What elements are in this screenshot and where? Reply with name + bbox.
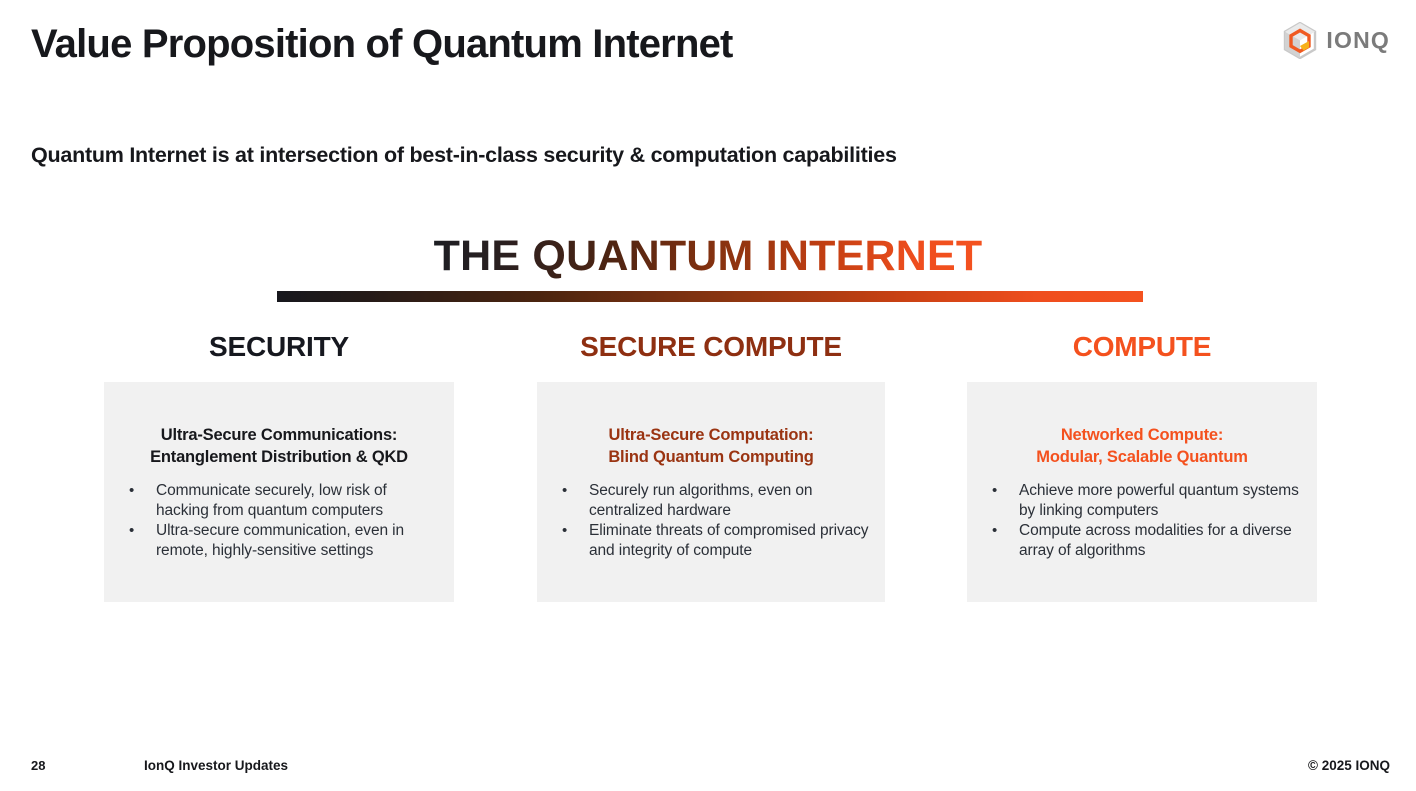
card-heading-compute: Networked Compute: Modular, Scalable Qua… xyxy=(979,424,1305,468)
footer-copyright: © 2025 IONQ xyxy=(1308,758,1390,773)
list-item: Communicate securely, low risk of hackin… xyxy=(116,481,442,520)
column-header-security: SECURITY xyxy=(209,331,349,362)
ionq-logo: IONQ xyxy=(1283,22,1390,59)
slide-subtitle: Quantum Internet is at intersection of b… xyxy=(31,143,897,167)
card-heading-line-1: Networked Compute: xyxy=(1060,426,1224,444)
column-secure-compute: SECURE COMPUTE Ultra-Secure Computation:… xyxy=(537,326,885,602)
bullet-list-security: Communicate securely, low risk of hackin… xyxy=(116,481,442,560)
list-item: Securely run algorithms, even on central… xyxy=(549,481,873,520)
hero-title: THE QUANTUM INTERNET xyxy=(433,232,983,280)
card-heading-line-2: Entanglement Distribution & QKD xyxy=(150,448,408,466)
hero-title-wrap: THE QUANTUM INTERNET xyxy=(0,232,1416,281)
list-item: Ultra-secure communication, even in remo… xyxy=(116,521,442,560)
column-header-compute: COMPUTE xyxy=(1072,331,1212,362)
column-compute: COMPUTE Networked Compute: Modular, Scal… xyxy=(967,326,1317,602)
bullet-list-compute: Achieve more powerful quantum systems by… xyxy=(979,481,1305,560)
page-title: Value Proposition of Quantum Internet xyxy=(31,22,733,66)
column-security: SECURITY Ultra-Secure Communications: En… xyxy=(104,326,454,602)
column-header-secure-compute: SECURE COMPUTE xyxy=(580,331,842,362)
card-heading-line-2: Blind Quantum Computing xyxy=(608,448,814,466)
bullet-list-secure-compute: Securely run algorithms, even on central… xyxy=(549,481,873,560)
card-heading-security: Ultra-Secure Communications: Entanglemen… xyxy=(116,424,442,468)
ionq-wordmark: IONQ xyxy=(1326,27,1390,53)
list-item: Eliminate threats of compromised privacy… xyxy=(549,521,873,560)
ionq-hexagon-logo-icon xyxy=(1283,22,1317,59)
card-heading-line-1: Ultra-Secure Computation: xyxy=(608,426,814,444)
card-heading-secure-compute: Ultra-Secure Computation: Blind Quantum … xyxy=(549,424,873,468)
card-security: Ultra-Secure Communications: Entanglemen… xyxy=(104,382,454,602)
gradient-divider-bar xyxy=(277,291,1143,302)
card-heading-line-2: Modular, Scalable Quantum xyxy=(1036,448,1248,466)
list-item: Achieve more powerful quantum systems by… xyxy=(979,481,1305,520)
list-item: Compute across modalities for a diverse … xyxy=(979,521,1305,560)
card-secure-compute: Ultra-Secure Computation: Blind Quantum … xyxy=(537,382,885,602)
footer-deck-name: IonQ Investor Updates xyxy=(144,758,289,773)
card-heading-line-1: Ultra-Secure Communications: xyxy=(160,426,398,444)
footer-page-number: 28 xyxy=(31,758,46,773)
card-compute: Networked Compute: Modular, Scalable Qua… xyxy=(967,382,1317,602)
